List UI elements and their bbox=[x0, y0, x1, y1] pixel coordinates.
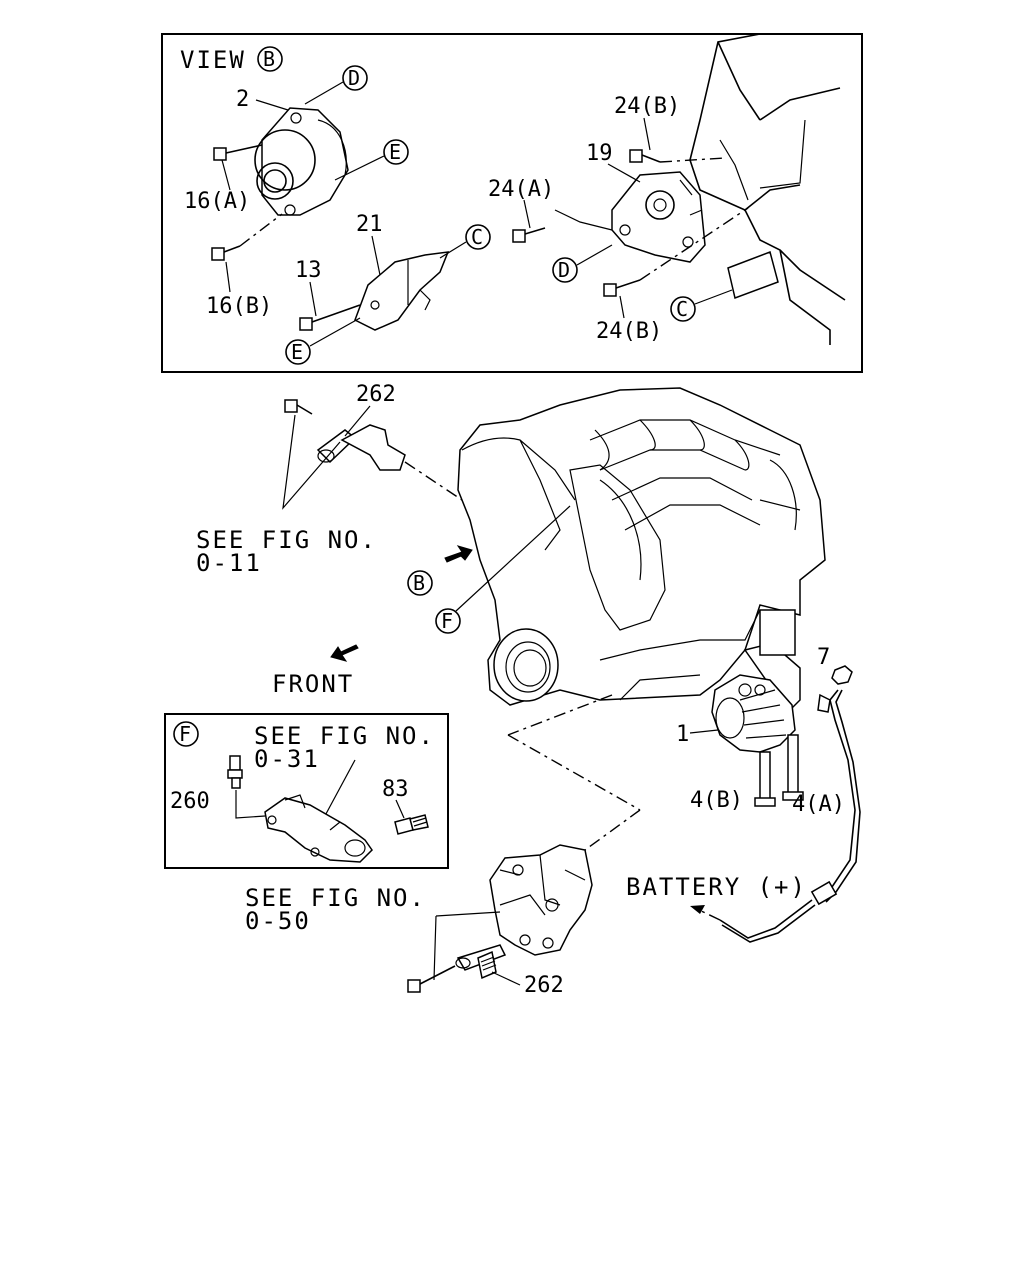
label-part-16a: 16(A) bbox=[184, 189, 250, 214]
circle-ref-b-main: B bbox=[407, 570, 433, 596]
bracket-21 bbox=[354, 251, 450, 331]
circle-ref-d-right: D bbox=[552, 257, 578, 283]
view-b-title: VIEW bbox=[180, 46, 246, 74]
bolt-13 bbox=[299, 304, 361, 331]
view-f-frame bbox=[164, 713, 449, 869]
label-part-262-top: 262 bbox=[356, 382, 396, 407]
view-b-arrow-icon bbox=[444, 545, 473, 563]
see-fig-0-11-line2: 0-11 bbox=[196, 549, 262, 577]
svg-text:E: E bbox=[389, 140, 401, 164]
label-part-7: 7 bbox=[817, 645, 830, 670]
label-part-13: 13 bbox=[295, 258, 322, 283]
bracket-262-bottom bbox=[407, 944, 507, 993]
see-fig-0-50-line1: SEE FIG NO. bbox=[245, 884, 426, 912]
engine-assembly bbox=[457, 387, 826, 706]
view-f-ref-circle: F bbox=[173, 721, 199, 747]
circle-ref-c-mid: C bbox=[465, 224, 491, 250]
bracket-262-top bbox=[284, 399, 463, 501]
water-outlet-housing bbox=[264, 794, 373, 863]
view-b-frame bbox=[161, 33, 863, 373]
circle-ref-e-bottom: E bbox=[285, 339, 311, 365]
svg-text:C: C bbox=[471, 225, 483, 249]
label-part-2: 2 bbox=[236, 87, 249, 112]
label-part-1: 1 bbox=[676, 722, 689, 747]
svg-text:B: B bbox=[263, 47, 275, 71]
bolt-4b bbox=[754, 751, 776, 807]
see-fig-0-31-line1: SEE FIG NO. bbox=[254, 722, 435, 750]
tag-plate bbox=[727, 251, 779, 299]
svg-text:C: C bbox=[676, 297, 688, 321]
label-part-21: 21 bbox=[356, 212, 383, 237]
housing-assembly-lower bbox=[489, 844, 593, 956]
sensor-260 bbox=[227, 755, 243, 789]
front-label: FRONT bbox=[272, 670, 354, 698]
label-part-24b-bottom: 24(B) bbox=[596, 319, 662, 344]
view-b-inset: VIEW B 2 D E bbox=[161, 33, 863, 373]
svg-text:E: E bbox=[291, 340, 303, 364]
see-fig-0-11-line1: SEE FIG NO. bbox=[196, 526, 377, 554]
svg-text:F: F bbox=[441, 609, 453, 633]
label-part-24a: 24(A) bbox=[488, 177, 554, 202]
svg-text:D: D bbox=[558, 258, 570, 282]
label-part-4a: 4(A) bbox=[792, 792, 845, 817]
svg-text:B: B bbox=[413, 571, 425, 595]
sensor-83 bbox=[394, 814, 429, 835]
bolt-16b bbox=[211, 213, 283, 261]
bolt-4a bbox=[782, 734, 804, 801]
label-part-262-bottom: 262 bbox=[524, 973, 564, 998]
see-fig-0-31-line2: 0-31 bbox=[254, 745, 320, 773]
label-part-4b: 4(B) bbox=[690, 788, 743, 813]
battery-label: BATTERY (+) bbox=[626, 873, 807, 901]
see-fig-0-50-line2: 0-50 bbox=[245, 907, 311, 935]
label-part-24b-top: 24(B) bbox=[614, 94, 680, 119]
circle-ref-e-top: E bbox=[383, 139, 409, 165]
bolt-24b-bottom bbox=[603, 207, 749, 297]
nut-7 bbox=[831, 665, 853, 685]
view-f-inset: F SEE FIG NO. 0-31 260 83 bbox=[164, 713, 449, 869]
circle-ref-f-main: F bbox=[435, 608, 461, 634]
circle-ref-c-right: C bbox=[670, 296, 696, 322]
circle-ref-d-top: D bbox=[342, 65, 368, 91]
view-b-ref-circle: B bbox=[257, 46, 283, 72]
bolt-24a bbox=[512, 209, 613, 243]
svg-text:D: D bbox=[348, 66, 360, 90]
engine-block-fragment bbox=[689, 33, 846, 345]
alternator bbox=[254, 107, 349, 216]
bolt-24b-top bbox=[629, 149, 726, 163]
label-part-83: 83 bbox=[382, 777, 409, 802]
bolt-16a bbox=[213, 144, 263, 161]
starter-motor bbox=[711, 609, 801, 753]
label-part-260: 260 bbox=[170, 789, 210, 814]
bracket-19 bbox=[611, 171, 706, 263]
battery-cable bbox=[690, 689, 861, 943]
label-part-19: 19 bbox=[586, 141, 613, 166]
front-arrow-icon bbox=[330, 644, 359, 662]
svg-text:F: F bbox=[179, 722, 191, 746]
label-part-16b: 16(B) bbox=[206, 294, 272, 319]
